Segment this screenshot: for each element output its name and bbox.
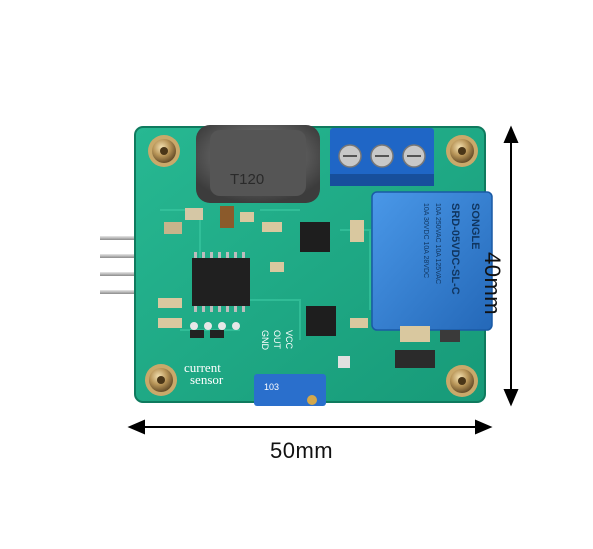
ic-chip — [192, 258, 250, 306]
relay-brand: SONGLE — [469, 203, 481, 249]
relay-model: SRD-05VDC-SL-C — [449, 203, 461, 295]
mounting-screw — [446, 365, 478, 397]
mounting-screw — [145, 364, 177, 396]
width-label: 50mm — [270, 438, 334, 463]
mounting-screw — [446, 135, 478, 167]
silkscreen-sensor: sensor — [190, 372, 224, 387]
terminal-block — [330, 128, 434, 186]
potentiometer-label: 103 — [264, 382, 279, 392]
smd-components — [158, 206, 460, 368]
transformer-text: T120 — [230, 171, 264, 188]
silkscreen-pin-vcc: VCC — [284, 330, 294, 350]
potentiometer: 103 — [254, 374, 326, 406]
relay-rating-1: 10A 250VAC 10A 125VAC — [434, 203, 441, 284]
silkscreen-current: current — [184, 360, 221, 375]
relay-rating-2: 10A 30VDC 10A 28VDC — [422, 203, 429, 278]
silkscreen-pin-out: OUT — [272, 330, 282, 350]
silkscreen-pin-gnd: GND — [260, 330, 270, 351]
mounting-screw — [148, 135, 180, 167]
ic-chip — [300, 222, 330, 252]
width-dimension-arrow — [127, 419, 493, 435]
ic-chip — [306, 306, 336, 336]
current-transformer: T120 — [196, 125, 320, 203]
height-label: 40mm — [480, 252, 505, 316]
height-dimension-arrow — [503, 125, 519, 407]
relay: SONGLE SRD-05VDC-SL-C 10A 250VAC 10A 125… — [371, 191, 493, 331]
test-pads — [190, 322, 240, 330]
